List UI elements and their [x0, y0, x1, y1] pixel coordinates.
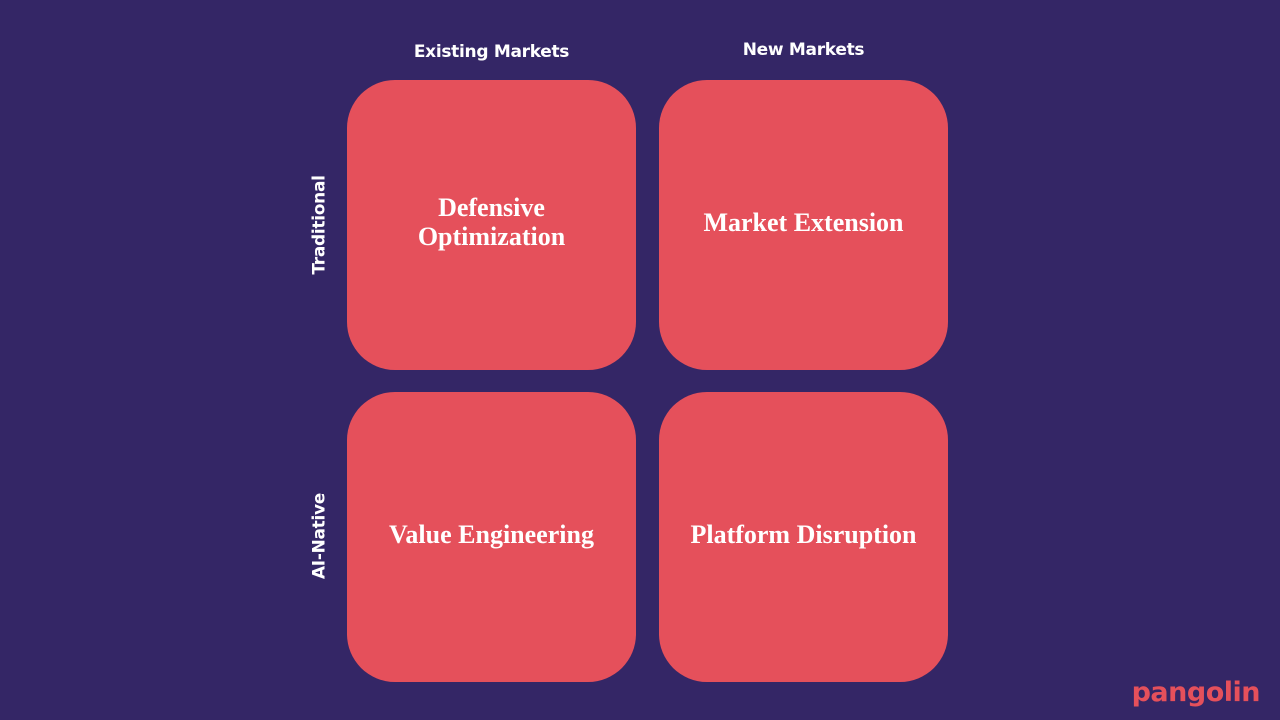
quadrant-defensive-optimization: Defensive Optimization [347, 80, 636, 370]
row-header-ai-native: AI-Native [309, 492, 330, 580]
quadrant-value-engineering: Value Engineering [347, 392, 636, 682]
pangolin-logo: pangolin [1131, 677, 1261, 708]
quadrant-label: Platform Disruption [690, 519, 917, 549]
quadrant-market-extension: Market Extension [659, 80, 948, 370]
quadrant-platform-disruption: Platform Disruption [659, 392, 948, 682]
quadrant-label: Market Extension [703, 207, 904, 237]
quadrant-label: Defensive Optimization [417, 193, 566, 251]
row-header-traditional: Traditional [309, 175, 330, 275]
column-header-existing-markets: Existing Markets [413, 42, 570, 62]
quadrant-label: Value Engineering [389, 519, 594, 549]
column-header-new-markets: New Markets [742, 40, 865, 60]
